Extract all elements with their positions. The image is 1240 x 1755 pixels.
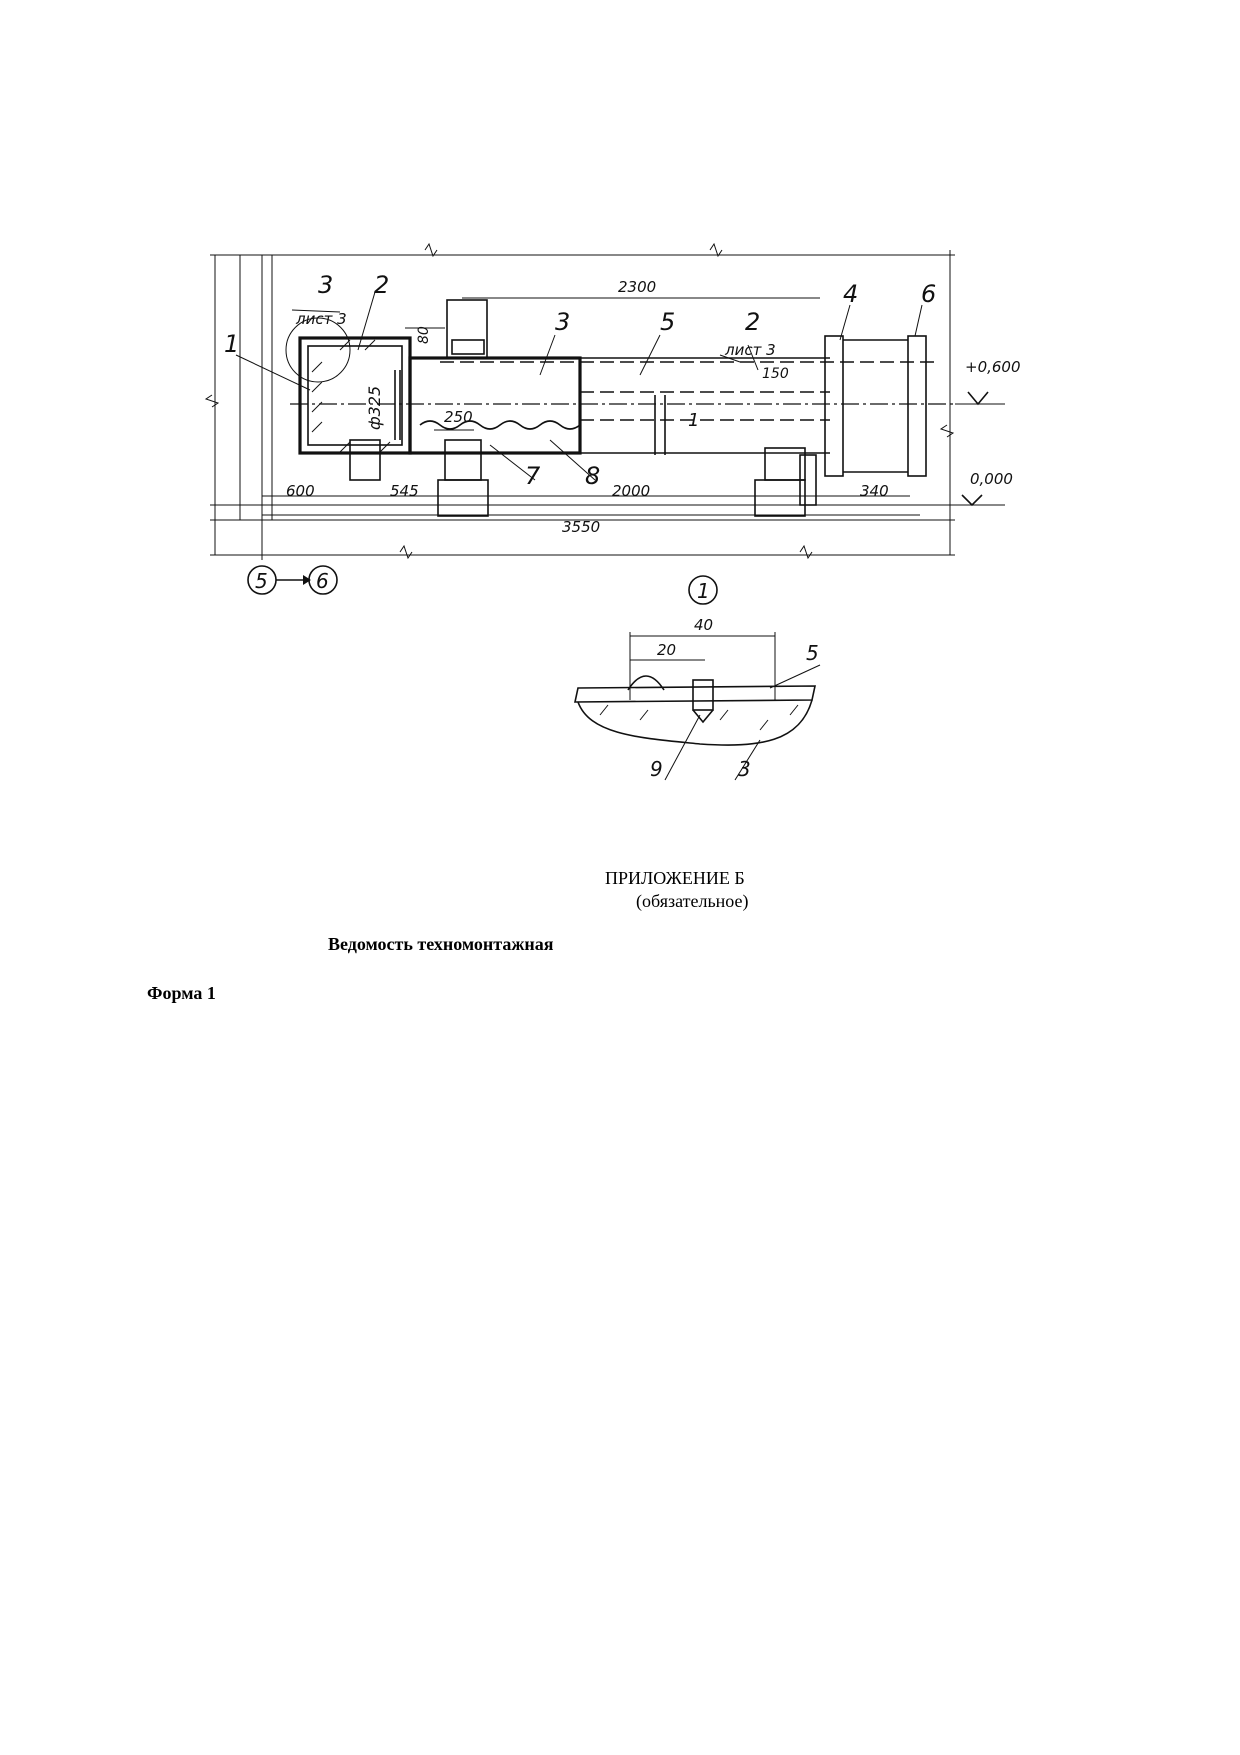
appendix-title: ПРИЛОЖЕНИЕ Б xyxy=(605,868,745,888)
callout-pin: 1 xyxy=(688,410,699,431)
dim-150: 150 xyxy=(762,366,789,382)
level-top: +0,600 xyxy=(965,358,1021,376)
level-bottom: 0,000 xyxy=(970,470,1013,488)
axis-6-label: 6 xyxy=(316,569,329,593)
detail-callout-5: 5 xyxy=(806,641,819,665)
statement-title: Ведомость техномонтажная xyxy=(328,934,554,954)
callout-4: 4 xyxy=(843,280,858,308)
callout-2: 2 xyxy=(374,271,389,299)
detail-marker-label: 1 xyxy=(697,579,710,603)
callout-1: 1 xyxy=(224,330,239,358)
dim-600: 600 xyxy=(286,482,315,500)
dim-2000: 2000 xyxy=(612,482,650,500)
detail-dim-20: 20 xyxy=(657,641,676,659)
axis-5-label: 5 xyxy=(255,569,268,593)
callout-6: 6 xyxy=(921,280,936,308)
callout-2b: 2 xyxy=(745,308,760,336)
dim-3550: 3550 xyxy=(562,518,600,536)
detail-dim-40: 40 xyxy=(694,616,713,634)
callout-3b: 3 xyxy=(555,308,570,336)
dim-325: ф325 xyxy=(365,386,384,430)
sheet-ref-right: лист 3 xyxy=(724,341,776,359)
appendix-note: (обязательное) xyxy=(636,891,749,911)
dim-2300: 2300 xyxy=(618,278,656,296)
callout-5: 5 xyxy=(660,308,675,336)
detail-callout-9: 9 xyxy=(650,757,663,781)
form-label: Форма 1 xyxy=(147,983,216,1003)
callout-7: 7 xyxy=(525,462,541,490)
dim-545: 545 xyxy=(390,482,419,500)
sheet-ref-left: лист 3 xyxy=(295,310,347,328)
detail-marker xyxy=(688,575,718,605)
callout-3: 3 xyxy=(318,271,333,299)
detail-callout-3: 3 xyxy=(738,757,751,781)
callout-8: 8 xyxy=(585,462,600,490)
dim-80: 80 xyxy=(416,326,432,344)
dim-340: 340 xyxy=(860,482,889,500)
dim-250: 250 xyxy=(444,408,473,426)
